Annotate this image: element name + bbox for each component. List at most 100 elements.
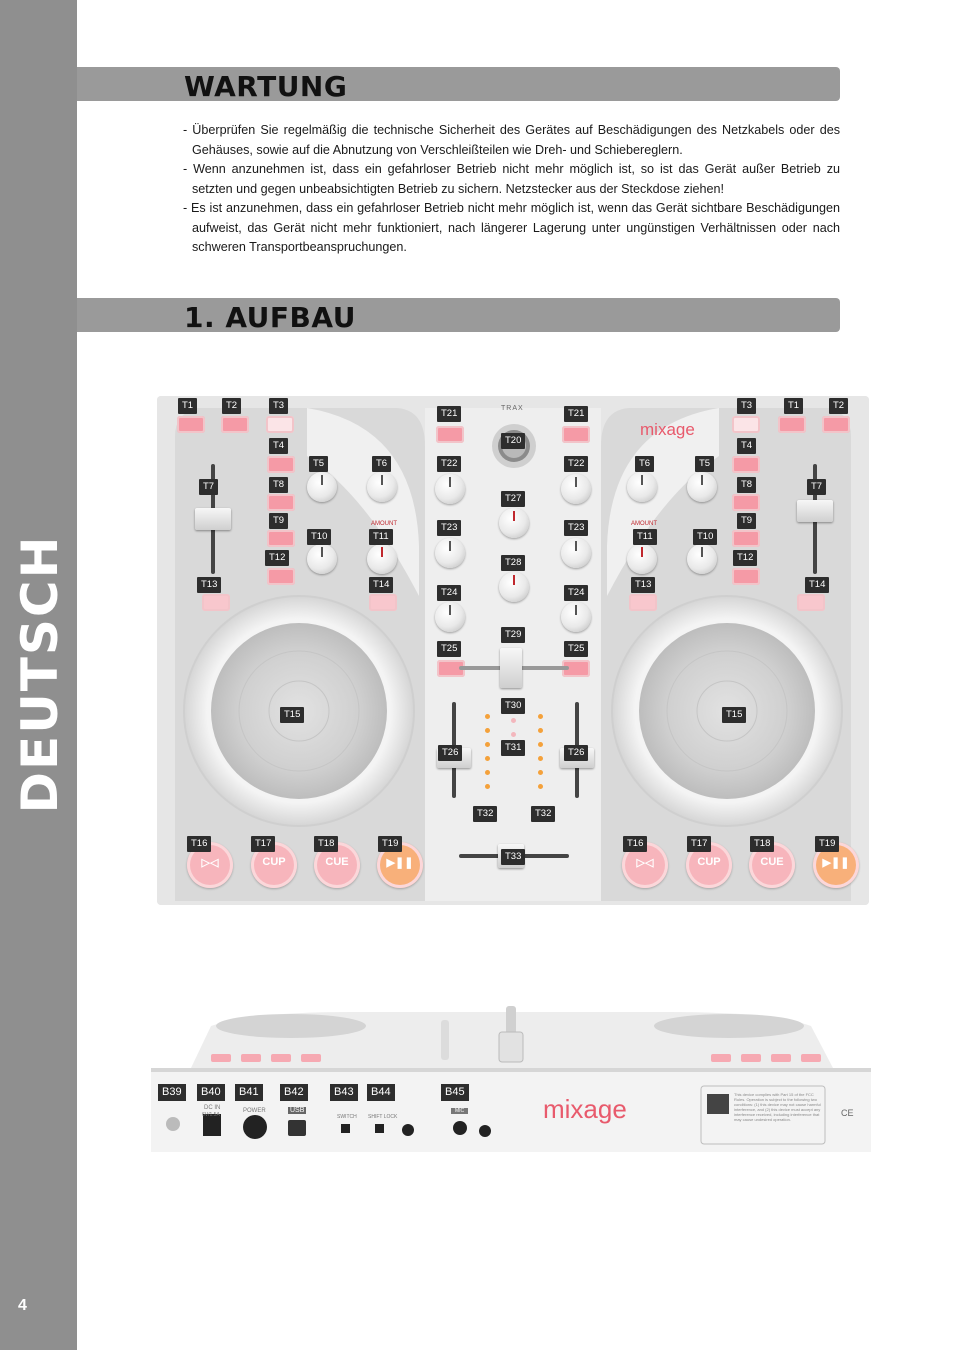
callout-label: T27 <box>501 491 526 507</box>
rotary-knob[interactable] <box>435 538 465 568</box>
callout-label: T7 <box>807 479 827 495</box>
pad-button[interactable] <box>732 416 760 433</box>
callout-label: T15 <box>280 707 305 723</box>
amount-label: AMOUNT <box>371 521 397 527</box>
pad-button[interactable] <box>562 426 590 443</box>
pad-button[interactable] <box>266 416 294 433</box>
callout-label: T3 <box>737 398 757 414</box>
pad-button[interactable] <box>797 594 825 611</box>
callout-label: T19 <box>815 836 840 852</box>
pad-button[interactable] <box>267 568 295 585</box>
rotary-knob[interactable] <box>435 602 465 632</box>
callout-label: B40 <box>197 1084 225 1101</box>
callout-label: T6 <box>372 456 392 472</box>
pad-button[interactable] <box>177 416 205 433</box>
callout-label: T2 <box>829 398 849 414</box>
page-number: 4 <box>18 1297 27 1314</box>
rotary-knob[interactable] <box>499 572 529 602</box>
controller-rear-view: mixage DC IN 6V/1.5A POWER USB SWITCH SH… <box>151 996 871 1152</box>
brand-logo-top: mixage <box>640 420 695 439</box>
vu-led <box>538 784 543 789</box>
callout-label: T30 <box>501 698 526 714</box>
rotary-knob[interactable] <box>627 472 657 502</box>
power-label: POWER <box>243 1108 266 1114</box>
callout-label: T20 <box>501 433 526 449</box>
rotary-knob[interactable] <box>367 544 397 574</box>
sidebar-language-label: DEUTSCH <box>11 534 69 814</box>
rotary-knob[interactable] <box>561 602 591 632</box>
pad-button[interactable] <box>202 594 230 611</box>
callout-label: T4 <box>269 438 289 454</box>
callout-label: T23 <box>437 520 462 536</box>
section-heading-bar: WARTUNG <box>77 67 840 103</box>
rotary-knob[interactable] <box>435 474 465 504</box>
pad-button[interactable] <box>732 456 760 473</box>
vu-led <box>538 714 543 719</box>
callout-label: T17 <box>251 836 276 852</box>
callout-label: T13 <box>197 577 222 593</box>
pitch-fader[interactable] <box>797 500 833 522</box>
pad-button[interactable] <box>369 594 397 611</box>
callout-label: T21 <box>437 406 462 422</box>
pad-button[interactable] <box>562 660 590 677</box>
rotary-knob[interactable] <box>627 544 657 574</box>
callout-label: T18 <box>314 836 339 852</box>
list-item: - Wenn anzunehmen ist, dass ein gefahrlo… <box>183 162 840 196</box>
callout-label: T1 <box>784 398 804 414</box>
rotary-knob[interactable] <box>687 544 717 574</box>
pad-button[interactable] <box>732 568 760 585</box>
rotary-knob[interactable] <box>367 472 397 502</box>
pad-button[interactable] <box>629 594 657 611</box>
ce-mark: CE <box>841 1108 854 1118</box>
pad-button[interactable] <box>267 456 295 473</box>
pad-button[interactable] <box>436 426 464 443</box>
callout-label: T11 <box>369 529 393 545</box>
callout-label: T25 <box>564 641 589 657</box>
pad-button[interactable] <box>732 530 760 547</box>
callout-label: T28 <box>501 555 526 571</box>
callout-label: T11 <box>633 529 657 545</box>
shift-lock-label: SHIFT LOCK <box>368 1114 398 1120</box>
pad-button[interactable] <box>221 416 249 433</box>
callout-label: T25 <box>437 641 462 657</box>
rotary-knob[interactable] <box>499 508 529 538</box>
pad-button[interactable] <box>822 416 850 433</box>
pad-button[interactable] <box>267 494 295 511</box>
dc-spec-label: 6V/1.5A <box>202 1112 220 1118</box>
rotary-knob[interactable] <box>687 472 717 502</box>
section-heading-bar: 1. AUFBAU <box>77 298 840 334</box>
callout-label: T15 <box>722 707 747 723</box>
rotary-knob[interactable] <box>307 544 337 574</box>
vu-led <box>538 742 543 747</box>
callout-label: T32 <box>531 806 556 822</box>
callout-label: T22 <box>564 456 589 472</box>
callout-label: T13 <box>631 577 656 593</box>
maintenance-list: - Überprüfen Sie regelmäßig die technisc… <box>183 121 840 258</box>
vu-led <box>485 714 490 719</box>
callout-label: T19 <box>378 836 403 852</box>
callout-label: T31 <box>501 740 526 756</box>
callout-label: T33 <box>501 849 526 865</box>
pitch-fader[interactable] <box>195 508 231 530</box>
callout-label: T22 <box>437 456 462 472</box>
vu-led <box>538 770 543 775</box>
pad-button[interactable] <box>267 530 295 547</box>
indicator-led <box>511 718 516 723</box>
callout-label: T17 <box>687 836 712 852</box>
section-title-aufbau: 1. AUFBAU <box>184 301 356 334</box>
callout-label: T10 <box>693 529 718 545</box>
pitch-bend-fader[interactable] <box>500 648 522 688</box>
callout-label: B39 <box>158 1084 186 1101</box>
sidebar: DEUTSCH 4 <box>0 0 77 1350</box>
rotary-knob[interactable] <box>561 538 591 568</box>
rotary-knob[interactable] <box>307 472 337 502</box>
pad-button[interactable] <box>778 416 806 433</box>
callout-label: T9 <box>269 513 289 529</box>
callout-label: T1 <box>178 398 198 414</box>
callout-label: T26 <box>564 745 589 761</box>
vu-led <box>485 728 490 733</box>
list-item: - Überprüfen Sie regelmäßig die technisc… <box>183 123 840 157</box>
pad-button[interactable] <box>437 660 465 677</box>
rotary-knob[interactable] <box>561 474 591 504</box>
pad-button[interactable] <box>732 494 760 511</box>
